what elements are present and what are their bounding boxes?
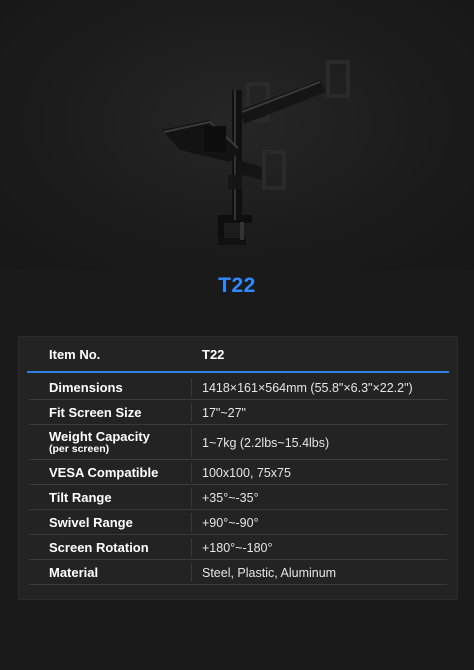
spec-label: Dimensions bbox=[49, 379, 123, 395]
spec-label: Swivel Range bbox=[49, 514, 133, 530]
product-hero bbox=[0, 0, 474, 270]
spec-value: +180°~-180° bbox=[202, 540, 273, 555]
spec-value: +35°~-35° bbox=[202, 490, 259, 505]
spec-label: Tilt Range bbox=[49, 489, 112, 505]
spec-value: +90°~-90° bbox=[202, 515, 259, 530]
spec-row-tilt-range: Tilt Range +35°~-35° bbox=[19, 485, 457, 510]
spec-row-dimensions: Dimensions 1418×161×564mm (55.8"×6.3"×22… bbox=[19, 375, 457, 400]
header-divider bbox=[27, 371, 449, 373]
spec-value: 1~7kg (2.2lbs~15.4lbs) bbox=[202, 435, 330, 450]
spec-value: Steel, Plastic, Aluminum bbox=[202, 565, 337, 580]
model-title: T22 bbox=[218, 274, 256, 297]
spec-table-header: Item No. T22 bbox=[19, 337, 457, 371]
spec-label: Weight Capacity bbox=[49, 429, 150, 444]
spec-label: VESA Compatible bbox=[49, 464, 159, 480]
spec-label: Material bbox=[49, 564, 99, 580]
spec-row-material: Material Steel, Plastic, Aluminum bbox=[19, 560, 457, 585]
spec-label: Fit Screen Size bbox=[49, 404, 142, 420]
monitor-arm-image bbox=[162, 60, 350, 245]
spec-row-fit-screen-size: Fit Screen Size 17"~27" bbox=[19, 400, 457, 425]
spec-sublabel: (per screen) bbox=[49, 443, 110, 455]
spec-row-vesa-compatible: VESA Compatible 100x100, 75x75 bbox=[19, 460, 457, 485]
spec-value: 1418×161×564mm (55.8"×6.3"×22.2") bbox=[202, 380, 413, 395]
spec-label: Screen Rotation bbox=[49, 539, 149, 555]
item-no-value: T22 bbox=[202, 346, 225, 362]
spec-row-screen-rotation: Screen Rotation +180°~-180° bbox=[19, 535, 457, 560]
spec-table: Item No. T22 Dimensions 1418×161×564mm (… bbox=[18, 336, 458, 600]
spec-row-weight-capacity: Weight Capacity (per screen) 1~7kg (2.2l… bbox=[19, 425, 457, 460]
spec-value: 17"~27" bbox=[202, 405, 246, 420]
spec-rows: Dimensions 1418×161×564mm (55.8"×6.3"×22… bbox=[19, 375, 457, 585]
spec-value: 100x100, 75x75 bbox=[202, 465, 291, 480]
spec-row-swivel-range: Swivel Range +90°~-90° bbox=[19, 510, 457, 535]
item-no-label: Item No. bbox=[49, 346, 101, 362]
